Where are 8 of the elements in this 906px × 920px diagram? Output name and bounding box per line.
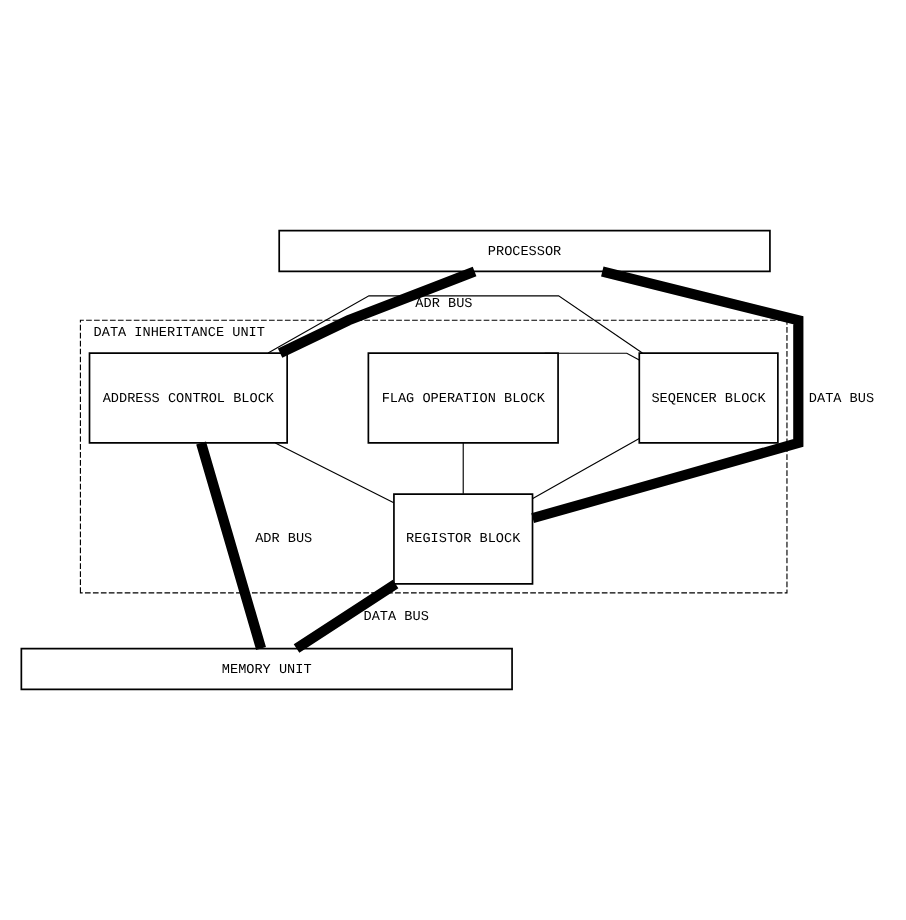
connector [274, 442, 395, 504]
connector [293, 579, 399, 653]
connector [196, 441, 266, 650]
connector [544, 352, 640, 361]
connector [267, 295, 643, 354]
connector [462, 442, 464, 495]
connector [532, 437, 640, 500]
connector [277, 266, 477, 358]
